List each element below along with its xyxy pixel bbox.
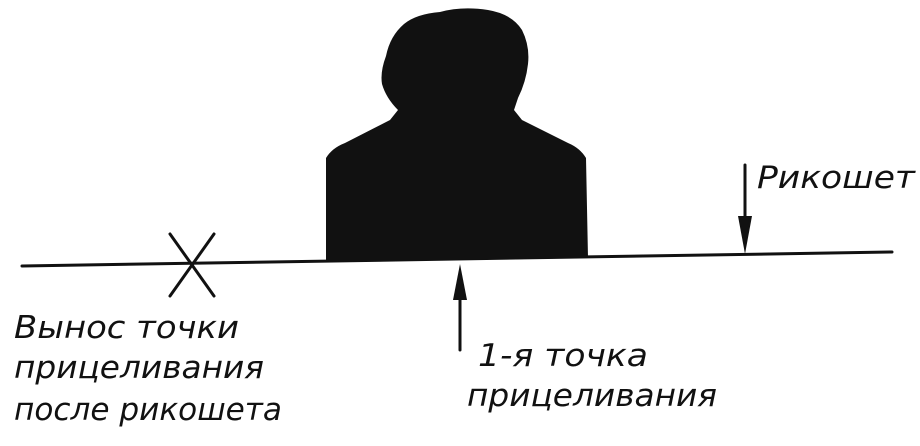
ricochet-label: Рикошет (757, 160, 916, 196)
first-aim-label-line-2: прицеливания (467, 378, 717, 414)
arrowhead-up-icon (453, 264, 467, 300)
offset-label-line-3: после рикошета (14, 392, 282, 428)
ricochet-arrow (738, 163, 752, 254)
first-aim-arrow (453, 264, 467, 352)
first-aim-label-line-1: 1-я точка (478, 338, 648, 374)
target-silhouette (326, 8, 588, 263)
offset-label-line-2: прицеливания (14, 350, 264, 386)
offset-label-line-1: Вынос точки (14, 310, 239, 346)
x-cross-mark-icon (168, 232, 216, 298)
arrowhead-down-icon (738, 216, 752, 254)
